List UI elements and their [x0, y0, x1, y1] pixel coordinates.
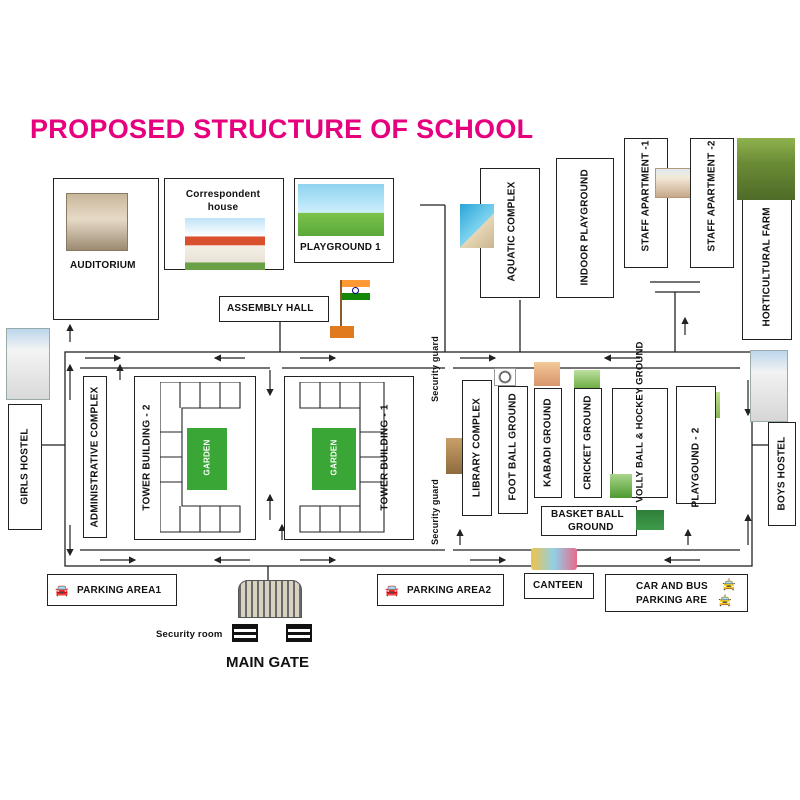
volleyball-image: [610, 474, 632, 498]
canteen-label: CANTEEN: [533, 580, 583, 591]
staff-apartment-1-label: STAFF APARTMENT -1: [640, 140, 652, 252]
auditorium-label: AUDITORIUM: [70, 260, 136, 271]
basketball-ground-block[interactable]: [541, 506, 637, 536]
car-bus-label-line2: PARKING ARE: [636, 595, 708, 606]
staff-apartment-2-block[interactable]: [690, 138, 734, 268]
car-icon: 🚘: [385, 585, 399, 597]
canteen-icon: [531, 548, 577, 570]
indoor-playground-block[interactable]: [556, 158, 614, 298]
cricket-ground-label: CRICKET GROUND: [582, 395, 594, 490]
gate-image: [238, 580, 302, 618]
administrative-complex-block[interactable]: [83, 376, 107, 538]
car-bus-label-line1: CAR AND BUS: [636, 581, 708, 592]
gate-icon: [232, 624, 258, 642]
flag-icon: [340, 280, 370, 300]
football-ground-label: FOOT BALL GROUND: [507, 393, 519, 501]
volleyball-hockey-label: VOLLY BALL & HOCKEY GROUND: [634, 341, 646, 503]
indoor-playground-label: INDOOR PLAYGROUND: [579, 169, 591, 286]
kabadi-image: [534, 362, 560, 386]
staff-apartment-1-block[interactable]: [624, 138, 668, 268]
tower-building-2-label: TOWER BUILDING - 2: [141, 404, 153, 511]
boys-hostel-block[interactable]: [768, 422, 796, 526]
garden-1-label: GARDEN: [329, 439, 339, 476]
security-room-label: Security room: [156, 629, 223, 640]
staff-apartment-2-label: STAFF APARTMENT -2: [706, 140, 718, 252]
bus-icon: 🚖: [718, 595, 732, 607]
football-ground-block[interactable]: [498, 386, 528, 514]
flag-pole: [340, 280, 342, 328]
assembly-hall-block[interactable]: [219, 296, 329, 322]
house-image: [185, 218, 265, 270]
library-complex-label: LIBRARY COMPLEX: [471, 397, 483, 498]
horticultural-farm-label: HORTICULTURAL FARM: [761, 207, 773, 327]
playground-1-label: PLAYGROUND 1: [300, 242, 381, 253]
kabadi-ground-label: KABADI GROUND: [542, 398, 554, 487]
garden-1-image: [312, 428, 356, 490]
parking-area-2-label: PARKING AREA2: [407, 585, 492, 596]
football-image: [494, 368, 516, 386]
girls-hostel-label: GIRLS HOSTEL: [19, 428, 31, 505]
farm-image: [737, 138, 795, 200]
girls-hostel-image: [6, 328, 50, 400]
car-bus-parking-block[interactable]: [605, 574, 748, 612]
tower-2-rooms: [160, 382, 241, 533]
garden-2-image: [187, 428, 227, 490]
girls-hostel-block[interactable]: [8, 404, 42, 530]
playground-2-block[interactable]: [676, 386, 716, 504]
playground-2-label: PLAYGOUND - 2: [690, 427, 702, 508]
page-title: PROPOSED STRUCTURE OF SCHOOL: [30, 114, 534, 144]
security-guard-label-bottom: Security guard: [430, 479, 440, 545]
parking-area-1-block[interactable]: [47, 574, 177, 606]
cricket-image: [574, 370, 600, 388]
playground-1-image: [298, 184, 384, 236]
gate-icon: [286, 624, 312, 642]
aquatic-complex-label: AQUATIC COMPLEX: [506, 181, 518, 282]
administrative-complex-label: ADMINISTRATIVE COMPLEX: [89, 386, 101, 528]
car-icon: 🚘: [55, 585, 69, 597]
parking-area-1-label: PARKING AREA1: [77, 585, 162, 596]
library-complex-block[interactable]: [462, 380, 492, 516]
basketball-image: [636, 510, 664, 530]
tower-1-rooms: [299, 382, 385, 533]
garden-2-label: GARDEN: [202, 439, 212, 476]
correspondent-house-label-line: Correspondent house: [185, 189, 261, 213]
boys-hostel-image: [750, 350, 788, 422]
aquatic-image: [460, 204, 494, 248]
parking-area-2-block[interactable]: [377, 574, 504, 606]
cricket-ground-block[interactable]: [574, 388, 602, 498]
basketball-label-line1: BASKET BALL: [551, 509, 624, 520]
tower-building-1-label: TOWER BUILDING - 1: [379, 404, 391, 511]
flag-base: [330, 326, 354, 338]
canteen-block[interactable]: [524, 573, 594, 599]
security-guard-label-top: Security guard: [430, 336, 440, 402]
apartment-image: [655, 168, 695, 198]
basketball-label-line2: GROUND: [568, 522, 614, 533]
main-gate-label: MAIN GATE: [226, 654, 310, 671]
assembly-hall-label: ASSEMBLY HALL: [227, 303, 314, 314]
bus-icon: 🚖: [722, 579, 736, 591]
boys-hostel-label: BOYS HOSTEL: [776, 436, 788, 511]
auditorium-image: [66, 193, 128, 251]
kabadi-ground-block[interactable]: [534, 388, 562, 498]
